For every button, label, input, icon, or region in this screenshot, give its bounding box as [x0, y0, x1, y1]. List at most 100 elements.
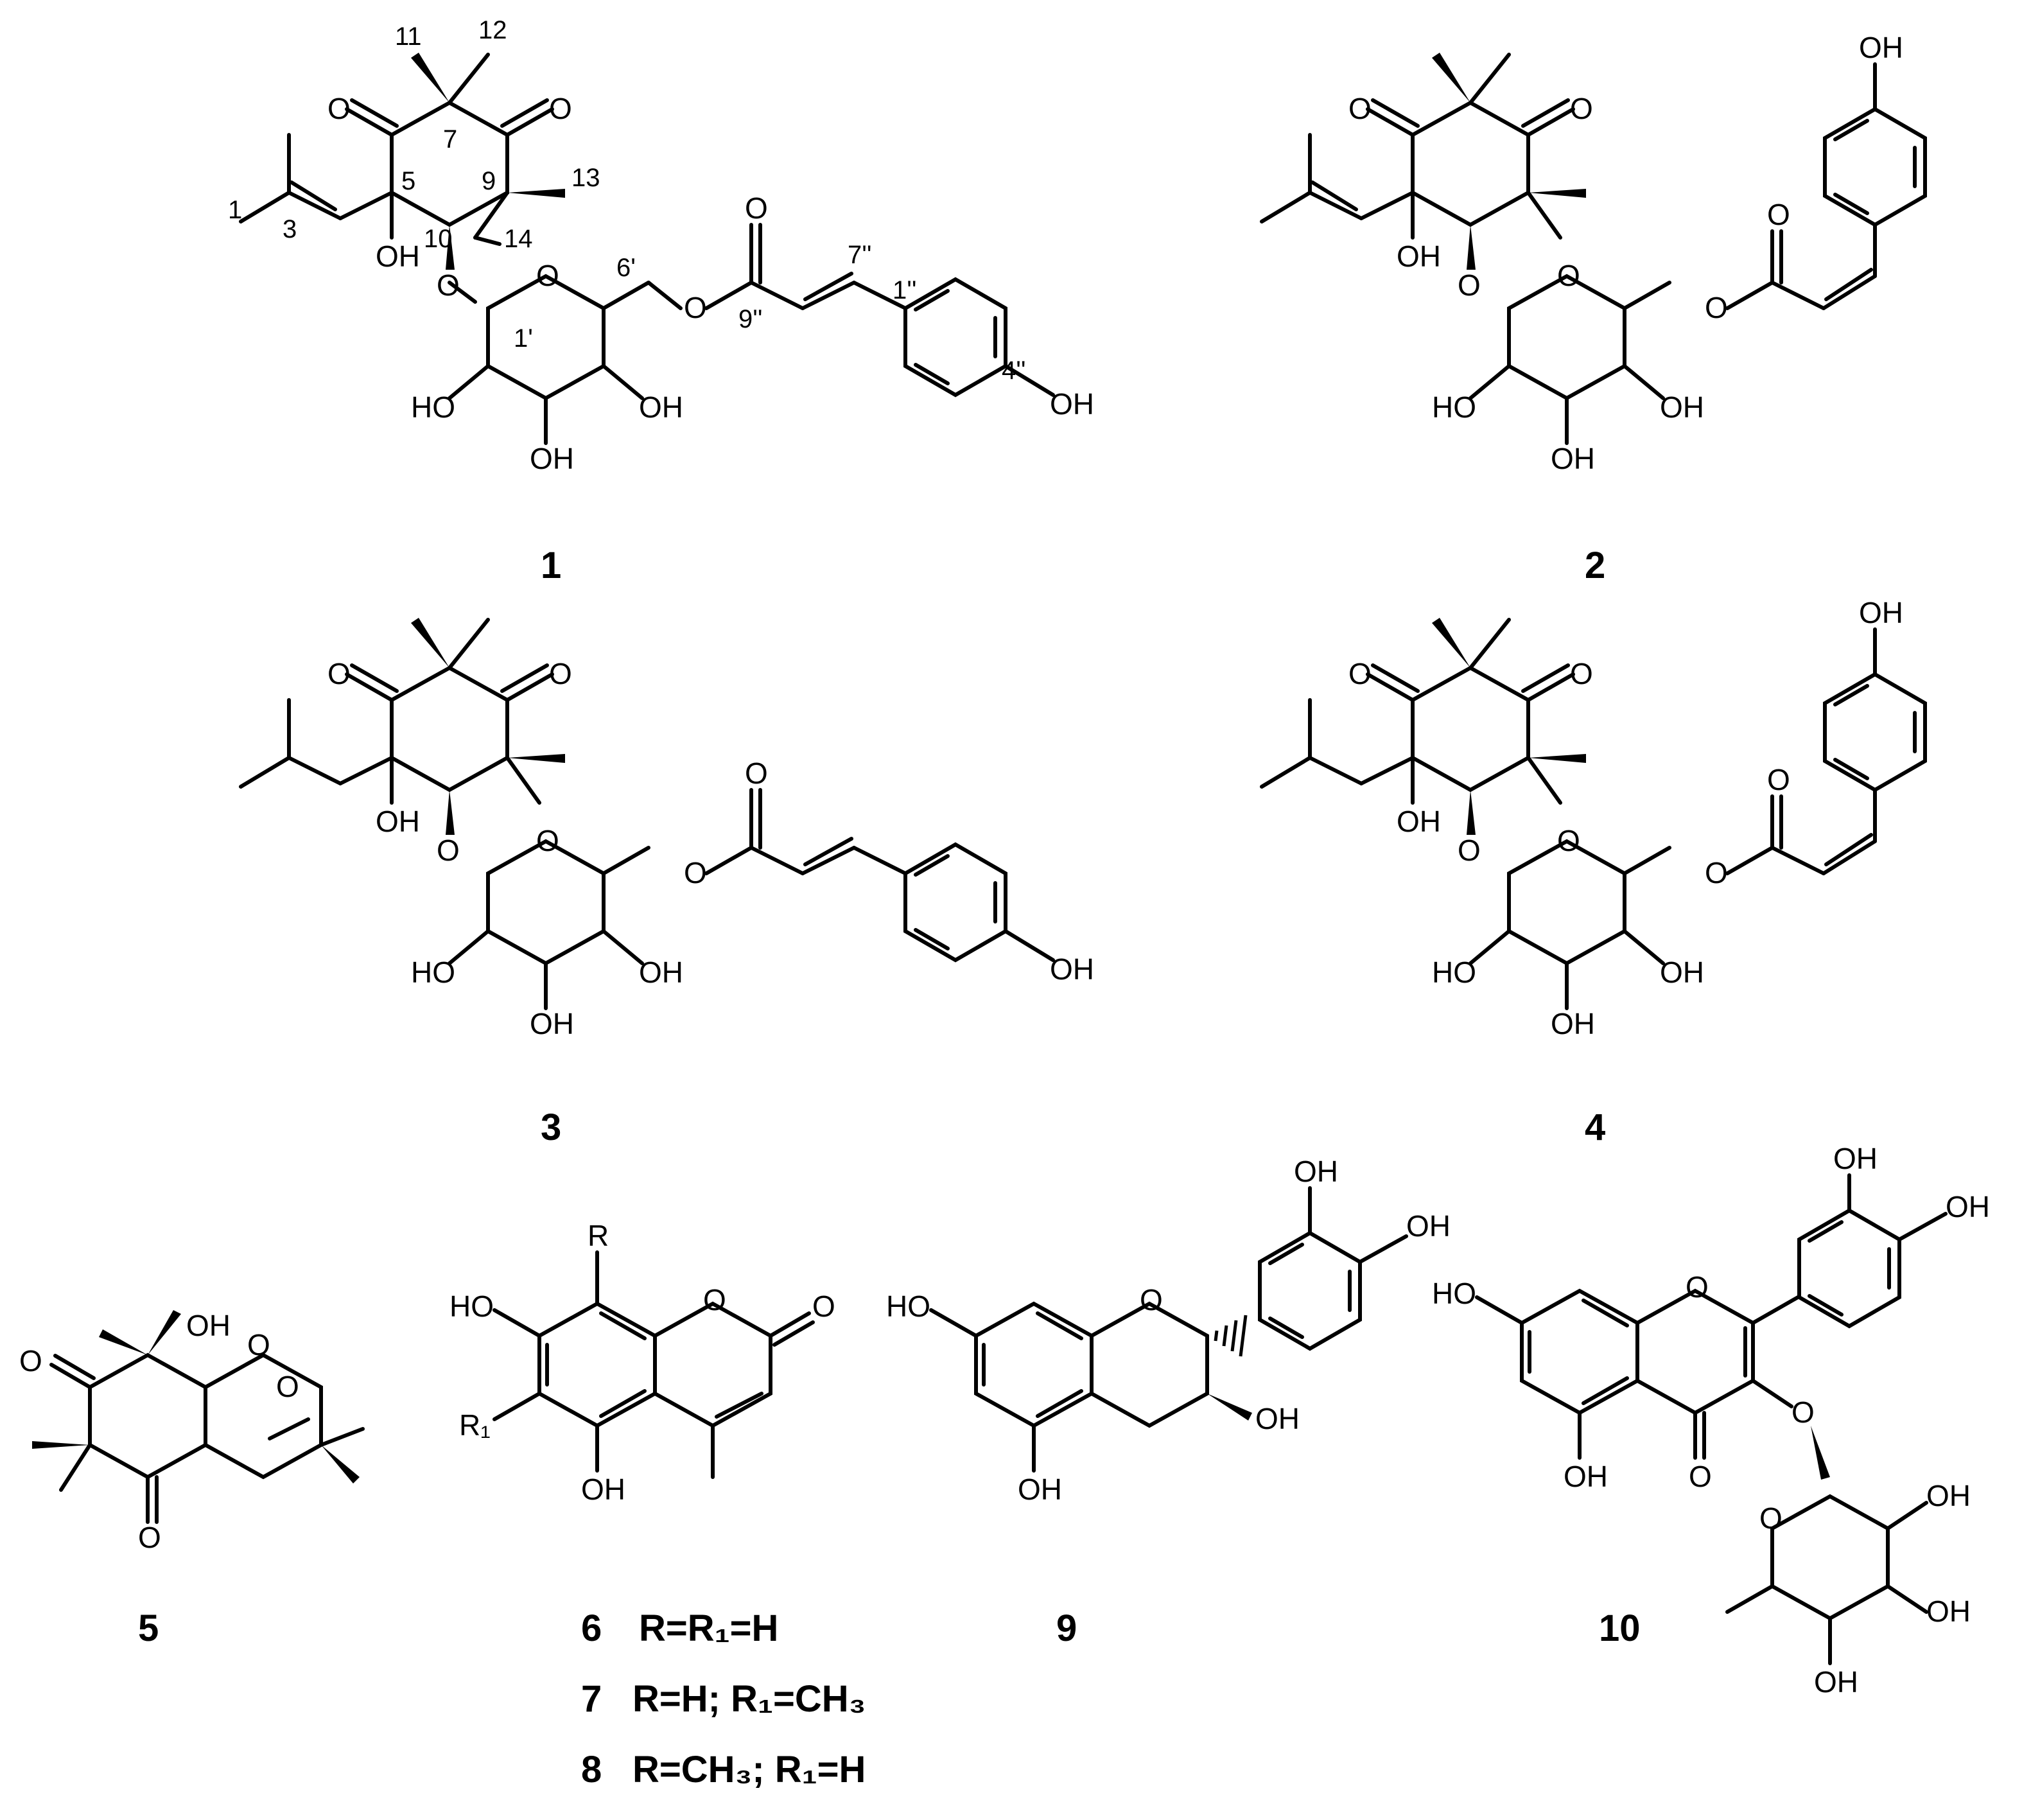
atom-labels: O O OH O O O O HO OH OH OH O O OH O O O …	[19, 31, 1990, 1699]
locant-1p: 1'	[514, 324, 533, 353]
locant-14: 14	[504, 225, 533, 253]
compound-6-8	[492, 1250, 815, 1479]
label-ho-7pos-9: HO	[886, 1290, 930, 1323]
label-o-ketone-2a: O	[1348, 92, 1372, 125]
label-oh-4p-3: OH	[639, 956, 683, 989]
label-oh-3p-3: OH	[530, 1007, 574, 1040]
compound-1	[239, 53, 1055, 445]
label-oh-3pos-9: OH	[1255, 1402, 1300, 1435]
compound-number-9: 9	[1056, 1607, 1077, 1649]
locant-4pp: 4''	[1002, 356, 1026, 385]
label-o-ester-3: O	[684, 856, 707, 889]
compound-substituents-7: R=H; R₁=CH₃	[632, 1678, 866, 1720]
locant-1pp: 1''	[893, 276, 917, 304]
label-oh-4pp-3: OH	[1050, 952, 1094, 986]
label-o-ring-2: O	[1557, 259, 1580, 292]
locant-13: 13	[571, 164, 600, 192]
label-o-peroxide-5a: O	[247, 1328, 270, 1361]
label-oh-3p-4: OH	[1551, 1007, 1595, 1040]
label-oh-c5-4: OH	[1397, 805, 1441, 838]
label-oh-4p-9: OH	[1406, 1209, 1451, 1243]
locant-12: 12	[478, 16, 507, 44]
locant-3: 3	[283, 215, 297, 243]
locant-labels: 1 3 5 7 9 10 11 12 13 14 1' 6' 1'' 4'' 7…	[228, 16, 1026, 385]
label-o-glyco-4: O	[1458, 834, 1481, 867]
locant-7pp: 7''	[848, 241, 872, 269]
label-o-ketone-1a: O	[327, 92, 351, 125]
label-oh-c5-1: OH	[376, 240, 420, 273]
label-ho-2p-1: HO	[411, 390, 455, 424]
label-o-ketone-1b: O	[549, 92, 572, 125]
locant-6p: 6'	[616, 254, 636, 282]
label-o-glyco-1: O	[437, 268, 460, 302]
locant-1: 1	[228, 196, 242, 224]
label-o-ring-10: O	[1686, 1270, 1709, 1304]
label-o-carbonyl-10: O	[1689, 1460, 1712, 1493]
label-o-ketone-5b: O	[138, 1521, 161, 1554]
compound-4	[1260, 618, 1925, 1010]
label-oh-4pp-4: OH	[1859, 596, 1903, 629]
compound-number-8: 8	[581, 1749, 602, 1790]
label-o-ketone-3b: O	[549, 657, 572, 690]
label-oh-4pp-1: OH	[1050, 387, 1094, 421]
label-oh-4p-2: OH	[1660, 390, 1704, 424]
label-o-glyco-2: O	[1458, 268, 1481, 302]
label-oh-5pos-10: OH	[1564, 1460, 1608, 1493]
label-ho-7pos-6: HO	[449, 1290, 494, 1323]
label-oh-rha-3-10: OH	[1926, 1595, 1971, 1628]
label-o-carbonyl-2: O	[1767, 198, 1790, 231]
label-oh-c5-2: OH	[1397, 240, 1441, 273]
compound-number-1: 1	[541, 545, 561, 586]
label-r-6: R	[588, 1219, 609, 1252]
locant-10: 10	[424, 225, 453, 253]
compound-2	[1260, 53, 1925, 445]
label-o-glyco-10: O	[1791, 1396, 1815, 1429]
locant-7: 7	[443, 125, 457, 153]
label-o-ester-1: O	[684, 291, 707, 324]
label-oh-5pos-6: OH	[581, 1473, 625, 1506]
label-oh-4p-4: OH	[1660, 956, 1704, 989]
label-oh-3p-10: OH	[1833, 1142, 1878, 1175]
label-o-carbonyl-4: O	[1767, 763, 1790, 796]
label-oh-rha-4-10: OH	[1814, 1665, 1858, 1699]
label-oh-4pp-2: OH	[1859, 31, 1903, 64]
label-o-ring-4: O	[1557, 824, 1580, 857]
label-oh-3p-9: OH	[1294, 1155, 1338, 1188]
label-o-ketone-4a: O	[1348, 657, 1372, 690]
label-o-ring-9: O	[1140, 1283, 1163, 1317]
compound-substituents-8: R=CH₃; R₁=H	[632, 1749, 866, 1790]
label-oh-3p-2: OH	[1551, 442, 1595, 475]
compound-number-7: 7	[581, 1678, 602, 1720]
compound-9	[929, 1186, 1408, 1473]
label-o-carbonyl-6: O	[812, 1290, 835, 1323]
compound-substituents-6: R=R₁=H	[639, 1607, 778, 1649]
label-o-ring-6: O	[703, 1283, 726, 1317]
label-oh-5: OH	[186, 1309, 231, 1342]
label-oh-4p-10: OH	[1946, 1190, 1990, 1223]
compound-10	[1475, 1173, 1948, 1665]
compound-number-4: 4	[1585, 1107, 1605, 1148]
compound-number-2: 2	[1585, 545, 1605, 586]
compound-number-6: 6	[581, 1607, 602, 1649]
label-o-ester-2: O	[1705, 291, 1728, 324]
label-ho-7pos-10: HO	[1432, 1277, 1476, 1310]
label-o-ketone-4b: O	[1570, 657, 1593, 690]
label-o-peroxide-5b: O	[276, 1370, 299, 1403]
label-oh-3p-1: OH	[530, 442, 574, 475]
label-ho-2p-4: HO	[1432, 956, 1476, 989]
label-o-ester-4: O	[1705, 856, 1728, 889]
locant-5: 5	[401, 167, 415, 195]
label-oh-rha-2-10: OH	[1926, 1479, 1971, 1512]
label-o-carbonyl-3: O	[745, 757, 768, 790]
compound-number-3: 3	[541, 1107, 561, 1148]
label-r1-6: R₁	[459, 1408, 491, 1442]
label-o-rha-ring-10: O	[1759, 1501, 1783, 1535]
label-o-ketone-2b: O	[1570, 92, 1593, 125]
compound-number-10: 10	[1599, 1607, 1641, 1649]
label-ho-2p-2: HO	[1432, 390, 1476, 424]
locant-11: 11	[395, 22, 422, 51]
label-o-ketone-5a: O	[19, 1344, 42, 1378]
compound-5	[32, 1310, 365, 1524]
label-o-ring-1: O	[536, 259, 559, 292]
